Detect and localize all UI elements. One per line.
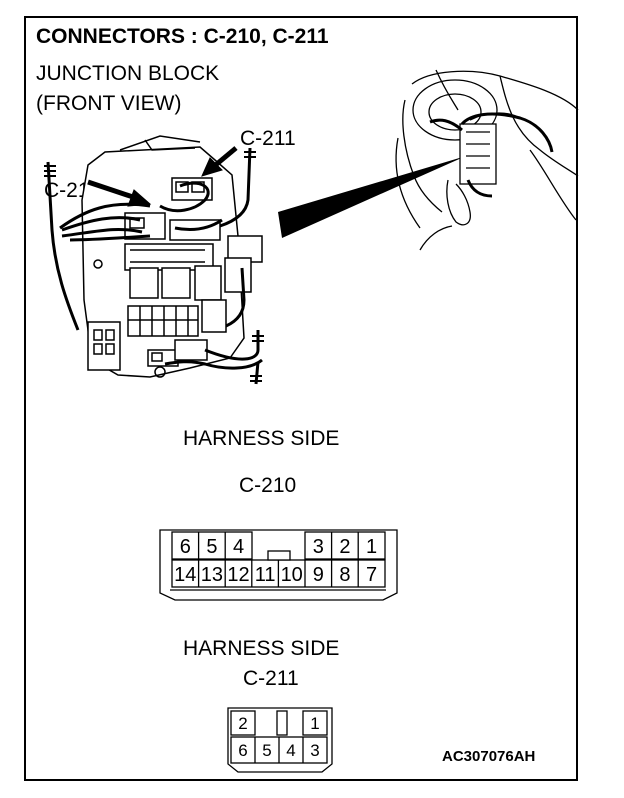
- callout-arrows: [87, 146, 238, 207]
- c210-pin-11: 11: [255, 564, 276, 586]
- c211-side-label: HARNESS SIDE: [183, 637, 340, 660]
- c210-pin-2: 2: [339, 536, 350, 558]
- c211-connector-name: C-211: [243, 667, 299, 690]
- page-title: CONNECTORS : C-210, C-211: [36, 25, 329, 48]
- c210-pin-8: 8: [339, 564, 350, 586]
- c211-pin-6: 6: [238, 741, 247, 760]
- vehicle-interior-sketch: [395, 69, 579, 251]
- c211-pin-3: 3: [310, 741, 319, 760]
- callout-c211: C-211: [240, 127, 296, 150]
- c211-pin-5: 5: [262, 741, 271, 760]
- harness-wires: [46, 147, 263, 385]
- c211-pin-2: 2: [238, 714, 247, 733]
- connector-c211-face: [227, 707, 333, 773]
- c210-connector-name: C-210: [239, 474, 297, 497]
- c210-pin-5: 5: [206, 536, 217, 558]
- junction-block-illustration: [81, 135, 263, 378]
- c210-pin-9: 9: [313, 564, 324, 586]
- c210-side-label: HARNESS SIDE: [183, 427, 340, 450]
- figure-code: AC307076AH: [442, 748, 536, 765]
- view-label-line2: (FRONT VIEW): [36, 92, 182, 115]
- connector-c210-face: [159, 529, 398, 601]
- c210-pin-10: 10: [281, 564, 303, 586]
- location-pointer: [278, 156, 466, 238]
- c211-pin-4: 4: [286, 741, 295, 760]
- c210-pin-12: 12: [227, 564, 249, 586]
- c210-pin-4: 4: [233, 536, 244, 558]
- c211-pin-1: 1: [310, 714, 319, 733]
- figure-frame: [24, 16, 578, 781]
- c210-pin-3: 3: [313, 536, 324, 558]
- c210-pin-1: 1: [366, 536, 377, 558]
- c210-pin-7: 7: [366, 564, 377, 586]
- c210-pin-6: 6: [180, 536, 191, 558]
- c210-pin-13: 13: [201, 564, 223, 586]
- view-label-line1: JUNCTION BLOCK: [36, 62, 220, 85]
- c210-pin-14: 14: [174, 564, 196, 586]
